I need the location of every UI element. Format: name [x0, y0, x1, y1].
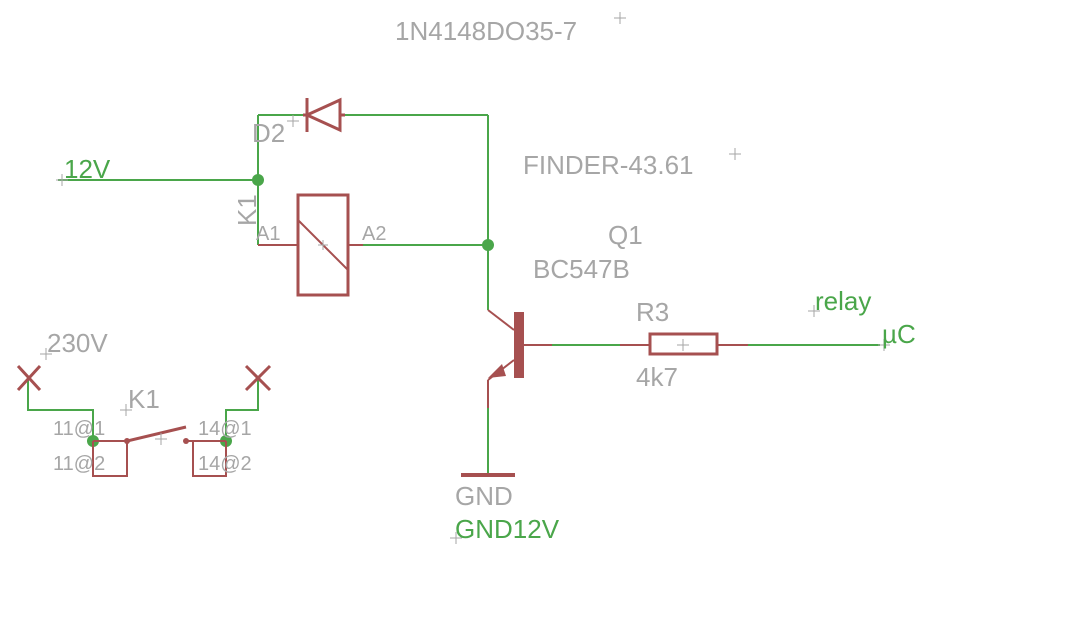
diode-symbol — [303, 97, 345, 133]
diode-value-label: 1N4148DO35-7 — [395, 16, 577, 46]
diode-name-label: D2 — [252, 118, 285, 148]
relay-coil-symbol — [258, 193, 363, 297]
resistor-value-label: 4k7 — [636, 362, 678, 392]
switch-name-label: K1 — [128, 384, 160, 414]
gnd-symbol-label: GND — [455, 481, 513, 511]
relay-value-label: FINDER-43.61 — [523, 150, 694, 180]
net-label-relay: relay — [815, 286, 871, 316]
relay-pin-a1-label: A1 — [256, 223, 280, 245]
resistor-name-label: R3 — [636, 297, 669, 327]
net-label-12v: 12V — [64, 154, 111, 184]
junctions — [87, 174, 494, 447]
wire-switch-out — [225, 378, 259, 441]
relay-name-label: K1 — [232, 194, 262, 226]
switch-pin-11-2-label: 11@2 — [53, 453, 105, 475]
junction-collector — [482, 239, 494, 251]
resistor-symbol — [620, 332, 748, 356]
transistor-value-label: BC547B — [533, 254, 630, 284]
switch-pin-11-1-label: 11@1 — [53, 418, 105, 440]
net-label-gnd12v: GND12V — [455, 514, 560, 544]
wire-230v — [27, 378, 94, 441]
no-connect-markers — [16, 364, 272, 392]
relay-switch-symbol — [92, 425, 227, 477]
junction-12v — [252, 174, 264, 186]
transistor-name-label: Q1 — [608, 220, 643, 250]
net-label-uc: µC — [882, 319, 916, 349]
transistor-symbol — [487, 309, 552, 408]
switch-pin-14-1-label: 14@1 — [198, 418, 252, 440]
relay-pin-a2-label: A2 — [362, 223, 386, 245]
net-label-230v: 230V — [47, 328, 108, 358]
origin-crosses — [40, 12, 890, 544]
wires — [27, 114, 880, 475]
switch-pin-14-2-label: 14@2 — [198, 453, 252, 475]
